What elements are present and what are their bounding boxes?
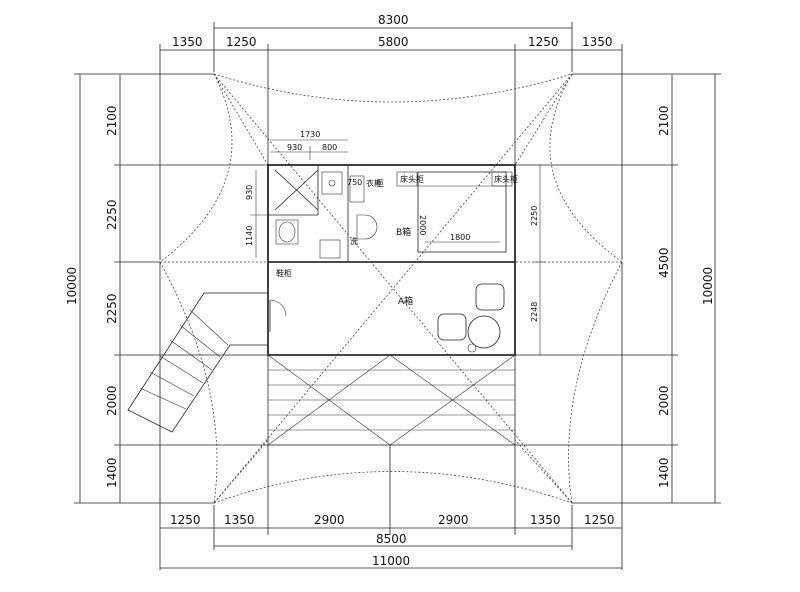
bed-length-dim: 2000 [418,215,427,235]
inner-left-2: 1140 [245,226,254,246]
top-total-dim: 8300 [378,13,409,27]
inner-right-1: 2250 [530,206,539,226]
left-seg-5: 1400 [105,457,119,488]
shower-size-label: 750 [347,178,362,187]
right-seg-2: 4500 [657,247,671,278]
left-seg-3: 2250 [105,293,119,324]
left-total-dim: 10000 [65,267,79,305]
top-seg-1: 1350 [172,35,203,49]
right-total-dim: 10000 [701,267,715,305]
bottom-seg-4: 2900 [438,513,469,527]
bottom-total-dim: 11000 [372,554,410,568]
bed: 床头柜 床头柜 1800 2000 [396,171,518,253]
top-dimensions: 8300 1350 1250 5800 1250 1350 1730 930 8… [159,13,623,260]
inner-right-2: 2248 [530,302,539,322]
right-seg-1: 2100 [657,105,671,136]
bottom-seg-6: 1250 [584,513,615,527]
cabinet-label: 柜 [376,178,384,188]
furniture-lounge [437,283,505,353]
bottom-seg-5: 1350 [530,513,561,527]
top-seg-2: 1250 [226,35,257,49]
bottom-mid-dim: 8500 [376,532,407,546]
deck [267,354,516,446]
right-seg-4: 1400 [657,457,671,488]
right-seg-3: 2000 [657,385,671,416]
left-seg-4: 2000 [105,385,119,416]
tent-canopy [159,73,623,504]
bottom-dimensions: 1250 1350 2900 2900 1350 1250 8500 11000 [159,262,623,570]
inner-top-seg-1: 930 [287,143,302,152]
room-b-label: B箱 [396,226,411,238]
building-outline [267,164,516,356]
inner-top-total: 1730 [300,130,320,139]
wardrobe-label: 衣柜 [366,178,382,188]
bed-width-dim: 1800 [450,233,470,242]
bottom-seg-3: 2900 [314,513,345,527]
entry-label: 鞋柜 [276,268,292,278]
top-seg-3: 5800 [378,35,409,49]
bottom-seg-1: 1250 [170,513,201,527]
bottom-seg-2: 1350 [224,513,255,527]
left-dimensions: 10000 2100 2250 2250 2000 1400 930 1140 [65,73,268,504]
bedside-right-label: 床头柜 [494,174,518,184]
room-a-label: A箱 [398,295,413,307]
inner-top-seg-2: 800 [322,143,337,152]
fixtures: 衣柜 洗 鞋柜 柜 750 [275,175,384,278]
left-seg-2: 2250 [105,199,119,230]
left-seg-1: 2100 [105,105,119,136]
right-dimensions: 10000 2100 4500 2000 1400 2250 2248 [515,73,721,504]
door [269,299,287,332]
sink-label: 洗 [350,236,358,246]
top-seg-5: 1350 [582,35,613,49]
inner-left-1: 930 [245,185,254,200]
stairs [127,292,269,433]
bedside-left-label: 床头柜 [400,174,424,184]
top-seg-4: 1250 [528,35,559,49]
